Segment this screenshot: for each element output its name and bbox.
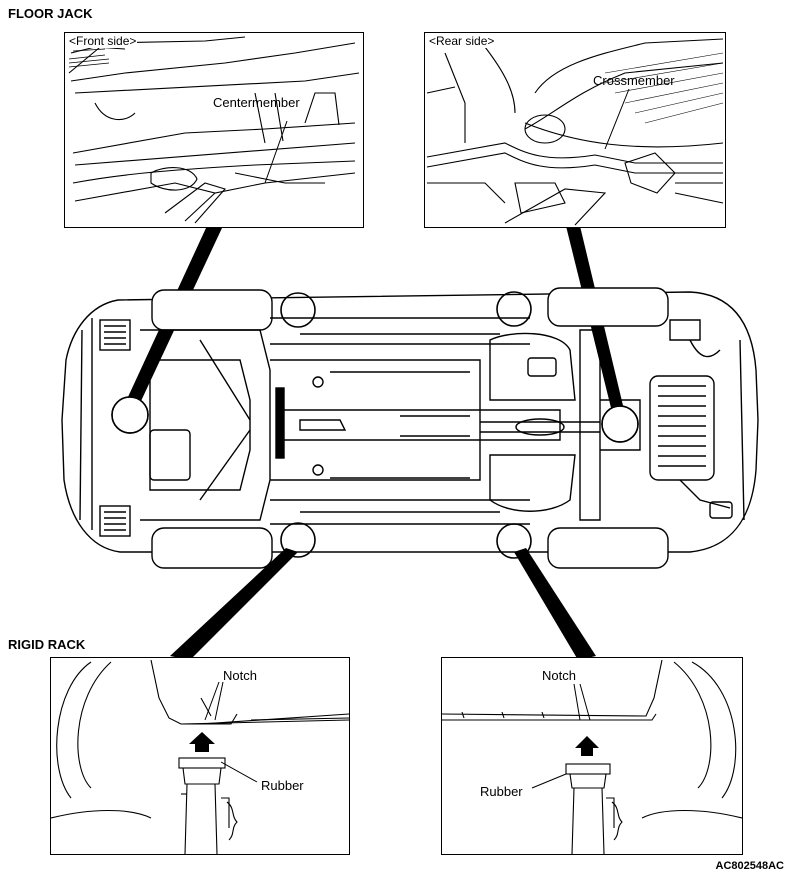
car-outline (61, 287, 759, 569)
crossmember-label: Crossmember (593, 73, 675, 88)
rear-side-panel: <Rear side> Crossmember (424, 32, 726, 228)
right-rack-leader (514, 548, 596, 660)
lift-arrow-left (189, 732, 215, 752)
left-rack-leader (170, 548, 298, 660)
front-left-jack-point (280, 292, 316, 328)
rigid-rack-heading: RIGID RACK (8, 637, 86, 652)
floor-jack-heading: FLOOR JACK (8, 6, 93, 21)
rear-side-title: <Rear side> (428, 34, 496, 48)
front-centermember-point (111, 396, 149, 434)
rear-left-jack-point (496, 291, 532, 327)
rear-right-rack-point (496, 523, 532, 559)
front-side-panel: <Front side> Centermember (64, 32, 364, 228)
rear-crossmember-point (601, 405, 639, 443)
front-side-title: <Front side> (68, 34, 138, 48)
rigid-rack-left-panel: Notch Rubber (50, 657, 350, 855)
centermember-label: Centermember (213, 95, 300, 110)
front-right-rack-point (280, 522, 316, 558)
rubber-label-left: Rubber (261, 778, 304, 793)
support-point-markers (111, 291, 639, 559)
rubber-label-right: Rubber (480, 784, 523, 799)
notch-label-right: Notch (542, 668, 576, 683)
figure-code: AC802548AC (715, 860, 784, 872)
rigid-rack-right-panel: Notch Rubber (441, 657, 743, 855)
lift-arrow-right (575, 736, 599, 756)
notch-label-left: Notch (223, 668, 257, 683)
